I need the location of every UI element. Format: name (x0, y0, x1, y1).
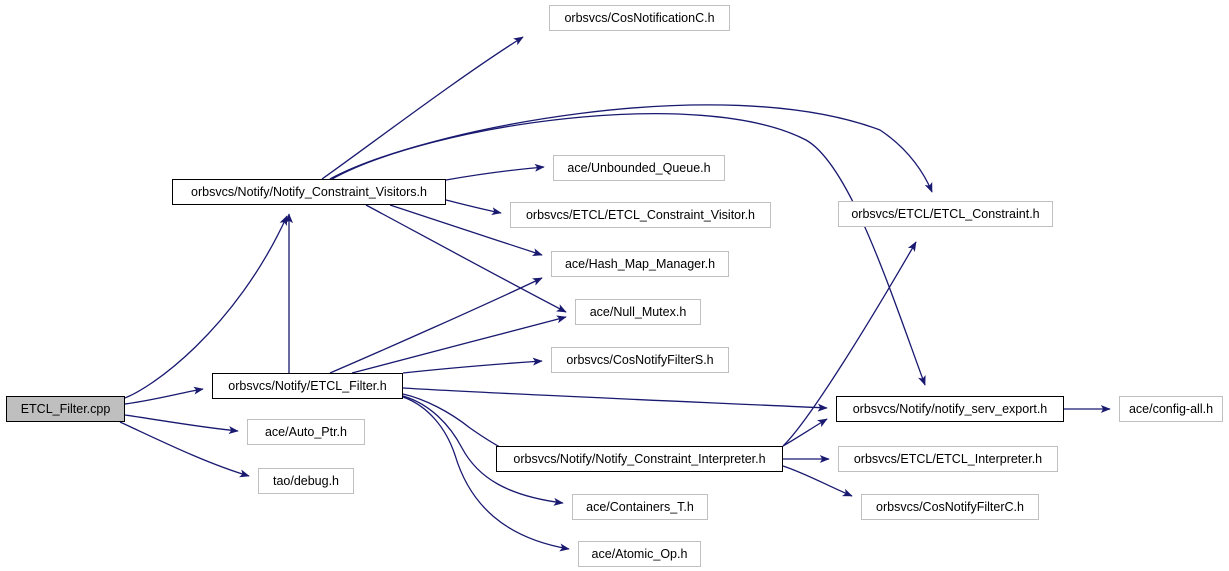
graph-node-label: orbsvcs/ETCL/ETCL_Constraint_Visitor.h (525, 207, 756, 222)
graph-node-etcl_filter_h[interactable]: orbsvcs/Notify/ETCL_Filter.h (212, 373, 403, 399)
graph-node-label: orbsvcs/CosNotifyFilterC.h (876, 499, 1024, 514)
graph-node-atomic_op_h[interactable]: ace/Atomic_Op.h (578, 541, 701, 567)
graph-node-etcl_constraint_visitor_h[interactable]: orbsvcs/ETCL/ETCL_Constraint_Visitor.h (510, 202, 771, 228)
graph-node-etcl_interpreter_h[interactable]: orbsvcs/ETCL/ETCL_Interpreter.h (838, 446, 1058, 472)
edge-etcl_filter_h-to-hash_map_manager_h (329, 277, 543, 374)
graph-node-label: ace/Auto_Ptr.h (264, 424, 347, 439)
edge-notify_constraint_visitors_h-to-notify_serv_export_h (331, 113, 926, 386)
edge-notify_constraint_interpreter_h-to-etcl_constraint_h (782, 241, 917, 447)
edge-etcl_filter_h-to-cos_notify_filter_s_h (402, 357, 543, 374)
graph-node-etcl_constraint_h[interactable]: orbsvcs/ETCL/ETCL_Constraint.h (838, 201, 1053, 227)
graph-node-label: ace/Null_Mutex.h (589, 304, 687, 319)
graph-node-etcl_filter_cpp[interactable]: ETCL_Filter.cpp (6, 396, 125, 422)
graph-node-label: ace/Containers_T.h (586, 499, 694, 514)
graph-node-label: orbsvcs/Notify/notify_serv_export.h (852, 401, 1048, 416)
graph-node-label: orbsvcs/Notify/ETCL_Filter.h (228, 378, 387, 393)
graph-node-label: ace/Unbounded_Queue.h (567, 160, 711, 175)
edge-notify_constraint_visitors_h-to-cos_notification_c_h (321, 36, 524, 180)
edge-etcl_filter_cpp-to-tao_debug_h (119, 421, 250, 478)
graph-node-auto_ptr_h[interactable]: ace/Auto_Ptr.h (247, 419, 365, 445)
graph-node-label: orbsvcs/ETCL/ETCL_Interpreter.h (853, 451, 1043, 466)
graph-node-cos_notify_filter_c_h[interactable]: orbsvcs/CosNotifyFilterC.h (861, 494, 1039, 520)
graph-node-cos_notification_c_h[interactable]: orbsvcs/CosNotificationC.h (549, 5, 730, 31)
graph-node-label: tao/debug.h (272, 473, 340, 488)
edge-notify_constraint_visitors_h-to-etcl_constraint_visitor_h (445, 199, 502, 216)
edge-etcl_filter_cpp-to-etcl_filter_h (124, 386, 204, 405)
edge-etcl_filter_cpp-to-auto_ptr_h (124, 414, 239, 435)
graph-node-label: ace/Atomic_Op.h (591, 546, 688, 561)
graph-node-notify_constraint_visitors_h[interactable]: orbsvcs/Notify/Notify_Constraint_Visitor… (172, 179, 446, 205)
edge-notify_constraint_visitors_h-to-null_mutex_h (365, 204, 567, 313)
graph-node-notify_constraint_interpreter_h[interactable]: orbsvcs/Notify/Notify_Constraint_Interpr… (496, 446, 783, 472)
edge-etcl_filter_h-to-containers_t_h (402, 395, 564, 506)
graph-node-label: orbsvcs/Notify/Notify_Constraint_Interpr… (513, 451, 766, 466)
edge-etcl_filter_h-to-atomic_op_h (402, 396, 570, 552)
graph-node-hash_map_manager_h[interactable]: ace/Hash_Map_Manager.h (551, 251, 729, 277)
edge-etcl_filter_cpp-to-notify_constraint_visitors_h (121, 215, 288, 400)
graph-node-unbounded_queue_h[interactable]: ace/Unbounded_Queue.h (553, 155, 725, 181)
graph-node-cos_notify_filter_s_h[interactable]: orbsvcs/CosNotifyFilterS.h (551, 347, 729, 373)
graph-node-label: orbsvcs/CosNotificationC.h (564, 10, 715, 25)
graph-node-label: orbsvcs/Notify/Notify_Constraint_Visitor… (191, 184, 427, 199)
graph-node-label: orbsvcs/CosNotifyFilterS.h (566, 352, 714, 367)
graph-node-label: ace/config-all.h (1128, 401, 1214, 416)
graph-node-tao_debug_h[interactable]: tao/debug.h (258, 468, 354, 494)
edge-notify_constraint_interpreter_h-to-notify_serv_export_h (782, 418, 828, 447)
graph-node-label: ace/Hash_Map_Manager.h (564, 256, 716, 271)
edge-notify_constraint_visitors_h-to-hash_map_manager_h (389, 204, 543, 256)
graph-node-label: orbsvcs/ETCL/ETCL_Constraint.h (851, 206, 1040, 221)
edge-notify_constraint_interpreter_h-to-cos_notify_filter_c_h (782, 465, 853, 497)
edge-notify_constraint_visitors_h-to-unbounded_queue_h (445, 163, 545, 181)
graph-node-label: ETCL_Filter.cpp (20, 401, 111, 416)
graph-node-null_mutex_h[interactable]: ace/Null_Mutex.h (575, 299, 701, 325)
edge-etcl_filter_h-to-null_mutex_h (351, 315, 567, 374)
graph-node-notify_serv_export_h[interactable]: orbsvcs/Notify/notify_serv_export.h (836, 396, 1064, 422)
graph-node-containers_t_h[interactable]: ace/Containers_T.h (572, 494, 708, 520)
edge-etcl_filter_h-to-notify_serv_export_h (402, 387, 828, 412)
graph-node-config_all_h[interactable]: ace/config-all.h (1119, 396, 1223, 422)
